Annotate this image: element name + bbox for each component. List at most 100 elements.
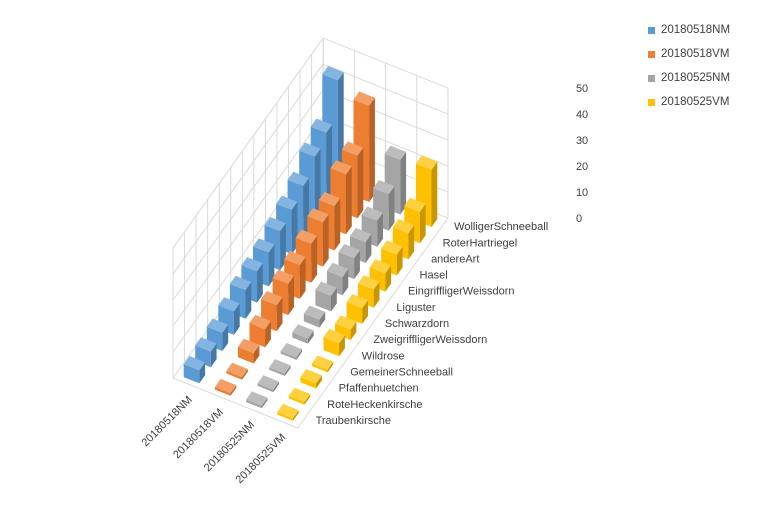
legend-label: 20180518VM xyxy=(661,48,730,60)
bar-side xyxy=(299,257,306,299)
bar-side xyxy=(276,297,283,332)
bar-top xyxy=(415,155,438,170)
bar-side xyxy=(307,330,314,344)
category-label: ZweigriffligerWeissdorn xyxy=(373,334,487,346)
bar-side xyxy=(319,311,326,328)
bar-top xyxy=(214,378,237,394)
bar-top xyxy=(404,197,426,212)
y-tick-label: 20 xyxy=(576,161,588,173)
bar-top xyxy=(299,142,321,157)
bar-side xyxy=(396,246,403,276)
bar xyxy=(300,369,322,389)
bar-top xyxy=(341,141,364,156)
bar xyxy=(323,328,345,357)
bar-top xyxy=(323,328,345,344)
bar xyxy=(292,324,314,344)
bar-top xyxy=(307,208,329,223)
bar xyxy=(277,403,299,421)
bar-top xyxy=(238,338,260,354)
bar-top xyxy=(384,145,407,160)
bar-front xyxy=(269,367,285,376)
bar xyxy=(346,294,368,324)
bar-top xyxy=(288,387,311,403)
legend-item: 20180525NM xyxy=(648,66,730,90)
bar-top xyxy=(326,262,349,278)
bar-front xyxy=(257,383,274,393)
bar-top xyxy=(335,315,357,330)
bar-top xyxy=(318,192,341,207)
bar-top xyxy=(315,281,337,296)
bar-side xyxy=(280,223,286,271)
category-label: andereArt xyxy=(431,253,479,265)
bar-side xyxy=(346,166,352,235)
bar-side xyxy=(253,345,260,364)
bar xyxy=(303,305,326,328)
bar-side xyxy=(354,250,360,280)
bar-side xyxy=(265,321,271,348)
bar-top xyxy=(310,118,333,133)
bar-side xyxy=(233,303,240,335)
gridline xyxy=(172,115,324,327)
bar-side xyxy=(377,212,383,247)
bar-front xyxy=(238,346,254,364)
legend-label: 20180518NM xyxy=(661,24,731,36)
bar-front xyxy=(300,377,316,389)
y-tick-label: 0 xyxy=(576,213,582,225)
bar xyxy=(311,355,334,373)
bar-side xyxy=(334,198,341,251)
bar-side xyxy=(199,362,206,384)
bar-top xyxy=(264,217,286,232)
bar-side xyxy=(292,410,299,421)
bar-top xyxy=(280,343,303,358)
bar-top xyxy=(226,362,248,378)
bar-top xyxy=(392,219,415,234)
y-tick-label: 30 xyxy=(576,135,588,147)
bar-side xyxy=(210,343,217,368)
gridline xyxy=(172,89,324,301)
bar-side xyxy=(288,275,294,316)
bar-front xyxy=(280,351,297,360)
bar-top xyxy=(338,244,360,259)
bar-top xyxy=(303,305,326,320)
bar-top xyxy=(253,238,275,253)
bar-top xyxy=(330,160,352,175)
bar-top xyxy=(183,356,206,371)
bar-front xyxy=(214,387,231,396)
category-label: Liguster xyxy=(396,302,435,314)
bar-side xyxy=(322,214,329,267)
bar-side xyxy=(304,394,311,405)
bar-top xyxy=(272,269,294,284)
bar-side xyxy=(369,97,375,202)
bar-side xyxy=(431,161,438,227)
legend-swatch xyxy=(648,26,655,34)
bar-top xyxy=(195,337,217,352)
bar-top xyxy=(241,257,263,272)
bar-top xyxy=(381,240,403,255)
bar xyxy=(361,206,383,247)
bar-top xyxy=(246,391,268,406)
bar xyxy=(369,259,392,292)
bar xyxy=(335,315,357,341)
bar-front xyxy=(311,363,328,373)
bar-side xyxy=(331,287,337,312)
bar-side xyxy=(261,397,268,409)
bar-side xyxy=(408,225,415,260)
bar xyxy=(315,281,337,312)
bar-side xyxy=(245,282,252,319)
bar-side xyxy=(257,263,263,303)
bar xyxy=(226,362,248,380)
bar-front xyxy=(246,399,262,409)
bar-top xyxy=(229,275,252,291)
bar-side xyxy=(327,361,334,373)
bar-top xyxy=(350,227,372,243)
bar xyxy=(280,343,303,360)
legend-swatch xyxy=(648,98,655,106)
legend-item: 20180525VM xyxy=(648,90,730,114)
bar-top xyxy=(206,318,229,333)
bar-side xyxy=(268,244,275,287)
bar-side xyxy=(400,151,407,215)
legend-label: 20180525VM xyxy=(661,96,730,108)
legend-label: 20180525NM xyxy=(661,72,731,84)
category-label: Schwarzdorn xyxy=(385,318,449,330)
